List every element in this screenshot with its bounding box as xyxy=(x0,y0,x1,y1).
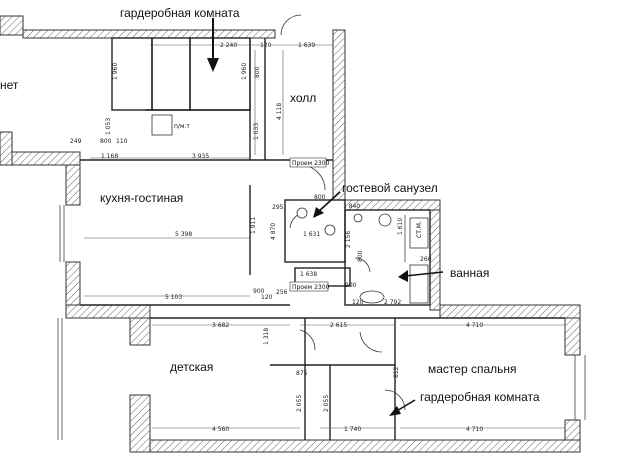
dimension-label: 249 xyxy=(70,138,82,145)
room-label-cabinet: нет xyxy=(0,78,19,92)
dimension-label: 120 xyxy=(352,299,364,306)
dimension-label: 1 740 xyxy=(344,426,361,433)
dimension-label: 4 710 xyxy=(466,322,483,329)
dimension-label: 1 053 xyxy=(105,118,112,135)
dimension-label: 800 xyxy=(357,250,364,262)
dimension-label: 800 xyxy=(314,194,326,201)
dimension-label: 1 610 xyxy=(397,218,404,235)
dimension-label: 900 xyxy=(253,288,265,295)
dimension-label: 875 xyxy=(296,370,308,377)
fixture-label-stm: СТ.М. xyxy=(416,221,423,238)
dimension-label: 2 156 xyxy=(345,231,352,248)
room-label-bathroom: ванная xyxy=(450,266,489,280)
opening-label-top: Проем 2300 xyxy=(292,160,330,167)
dimension-label: 1 840 xyxy=(343,203,360,210)
fixture-label-pm: п/м.т xyxy=(174,123,190,130)
dimension-label: 1 911 xyxy=(250,217,257,234)
dimension-label: 1 639 xyxy=(298,42,315,49)
dimension-lines xyxy=(84,44,565,429)
dimension-label: 256 xyxy=(276,289,288,296)
interior-walls xyxy=(57,37,586,440)
dimension-label: 4 560 xyxy=(212,426,229,433)
exterior-walls xyxy=(0,15,581,453)
dimension-label: 120 xyxy=(261,294,273,301)
dimension-label: 4 870 xyxy=(270,223,277,240)
pointer-arrows xyxy=(207,18,444,416)
opening-markers: Проем 2300 Проем 2300 п/м.т СТ.М. xyxy=(174,123,423,292)
dimension-label: 3 935 xyxy=(192,153,209,160)
room-label-kids: детская xyxy=(170,360,213,374)
dimension-label: 1 960 xyxy=(112,63,119,80)
dimension-label: 1 631 xyxy=(303,231,320,238)
dimension-label: 110 xyxy=(116,138,128,145)
dimension-label: 5 103 xyxy=(165,294,182,301)
dimension-label: 1 318 xyxy=(263,328,270,345)
room-label-hall: холл xyxy=(290,91,316,105)
opening-label-bottom: Проем 2300 xyxy=(292,284,330,291)
dimension-labels: 2 240 120 1 639 1 960 1 960 800 4 118 1 … xyxy=(70,42,483,433)
room-label-wardrobe-top: гардеробная комната xyxy=(120,6,240,20)
dimension-label: 3 682 xyxy=(212,322,229,329)
room-label-wardrobe-bottom: гардеробная комната xyxy=(420,390,540,404)
dimension-label: 800 xyxy=(254,66,261,78)
dimension-label: 1 960 xyxy=(241,63,248,80)
dimension-label: 800 xyxy=(100,138,112,145)
dimension-label: 120 xyxy=(260,42,272,49)
dimension-label: 5 398 xyxy=(175,231,192,238)
dimension-label: 1 168 xyxy=(101,153,118,160)
dimension-label: 295 xyxy=(272,204,284,211)
dimension-label: 2 055 xyxy=(323,395,330,412)
dimension-label: 2 792 xyxy=(384,299,401,306)
dimension-label: 2 055 xyxy=(296,395,303,412)
dimension-label: 2 615 xyxy=(330,322,347,329)
dimension-label: 1 033 xyxy=(253,123,260,140)
dimension-label: 4 710 xyxy=(466,426,483,433)
dimension-label: 260 xyxy=(420,256,432,263)
dimension-label: 2 240 xyxy=(220,42,237,49)
dimension-label: 812 xyxy=(393,366,400,378)
room-label-guest-bath: гостевой санузел xyxy=(342,181,438,195)
dimension-label: 1 638 xyxy=(300,271,317,278)
dimension-label: 4 118 xyxy=(276,103,283,120)
room-label-master: мастер спальня xyxy=(428,362,517,376)
dimension-label: 900 xyxy=(345,282,357,289)
room-labels: гардеробная комната нет холл кухня-гости… xyxy=(0,6,540,404)
room-label-kitchen: кухня-гостиная xyxy=(100,191,183,205)
